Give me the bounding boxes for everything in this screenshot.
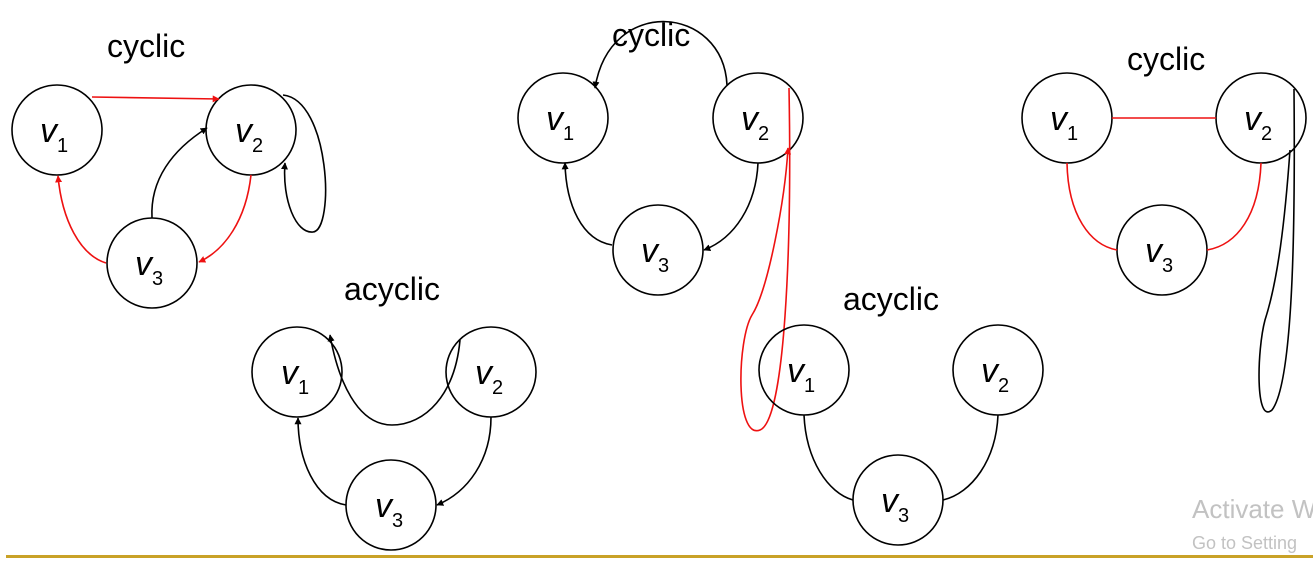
vertex-label: v1 [1050,100,1079,145]
bottom-divider [6,555,1313,558]
vertex-circle [11,84,103,176]
graph-caption: cyclic [612,17,691,53]
graph-caption: acyclic [843,281,940,317]
vertex-label: v3 [881,482,910,527]
vertex-circle [612,204,704,296]
vertex-label: v2 [475,354,504,399]
graph-caption: cyclic [107,28,186,64]
graph-3-cyclic [517,20,804,432]
activation-watermark: Activate W [1192,494,1313,524]
vertex-label: v2 [1244,100,1273,145]
activation-settings-link[interactable]: Go to Setting [1192,533,1298,553]
edge-v1-v2 [91,95,220,103]
graph-caption: acyclic [344,271,441,307]
vertex-label: v1 [546,100,575,145]
edge-v1-v3 [1066,162,1118,251]
edge-v2-v1 [592,20,728,89]
edge-v2-v3 [942,414,999,501]
vertex-label: v1 [40,112,69,157]
edge-v2-v1 [327,334,461,426]
vertex-label: v3 [1145,232,1174,277]
edge-v3-v1 [294,417,347,506]
graph-5-cyclic [1021,72,1307,413]
vertex-label: v3 [135,245,164,290]
edge-v2-v3 [198,174,252,263]
self-loop-v2 [281,94,327,233]
edge-v3-v2 [151,127,208,219]
graph-caption: cyclic [1127,41,1206,77]
vertex-label: v1 [787,352,816,397]
edge-v1-v3 [803,414,854,501]
vertex-label: v1 [281,354,310,399]
vertex-circle [251,326,343,418]
edge-v2-v3 [703,162,759,251]
self-loop-v2 [740,87,792,432]
edge-v2-v3 [436,416,492,506]
graph-1-cyclic [11,84,327,309]
vertex-label: v2 [981,352,1010,397]
vertex-label: v2 [235,112,264,157]
vertex-label: v2 [741,100,770,145]
edge-v3-v1 [55,175,107,264]
self-loop-v2 [1258,88,1296,413]
edge-v3-v1 [561,162,613,246]
edge-v2-v3 [1206,162,1262,251]
vertex-label: v3 [641,232,670,277]
vertex-label: v3 [375,487,404,532]
graph-2-acyclic [251,326,537,551]
graph-4-acyclic [758,324,1044,546]
